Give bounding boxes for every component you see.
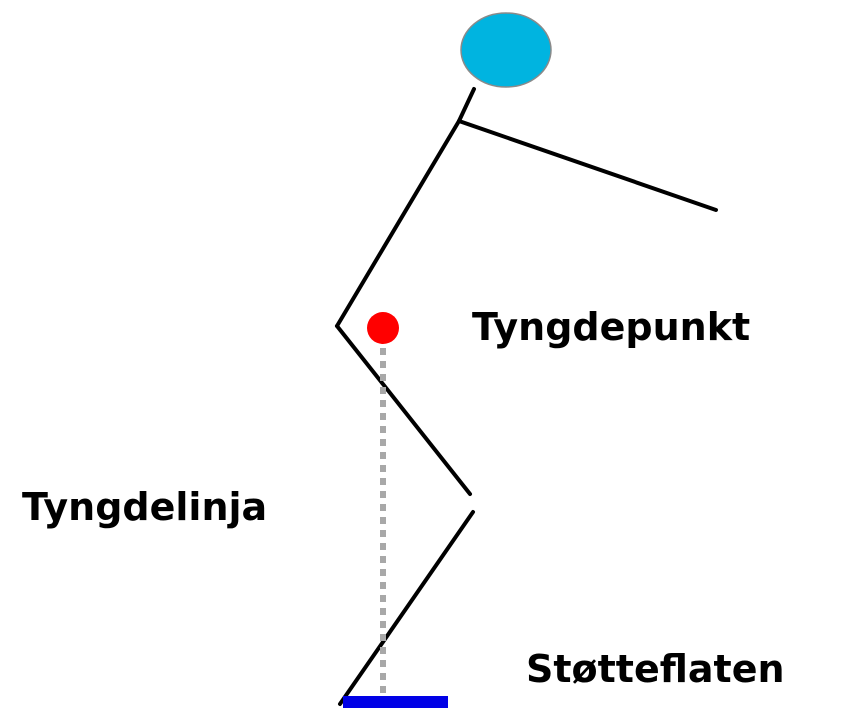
center-of-gravity-dot [367,312,399,344]
neck [457,87,476,123]
line-of-gravity-label: Tyngdelinja [22,485,268,529]
head [460,12,552,88]
thigh [335,324,472,496]
arm [457,119,718,212]
base-of-support [343,696,448,708]
torso [335,119,461,328]
center-of-gravity-label: Tyngdepunkt [472,305,751,349]
shin [338,510,475,706]
base-of-support-label: Støtteflaten [526,647,785,691]
